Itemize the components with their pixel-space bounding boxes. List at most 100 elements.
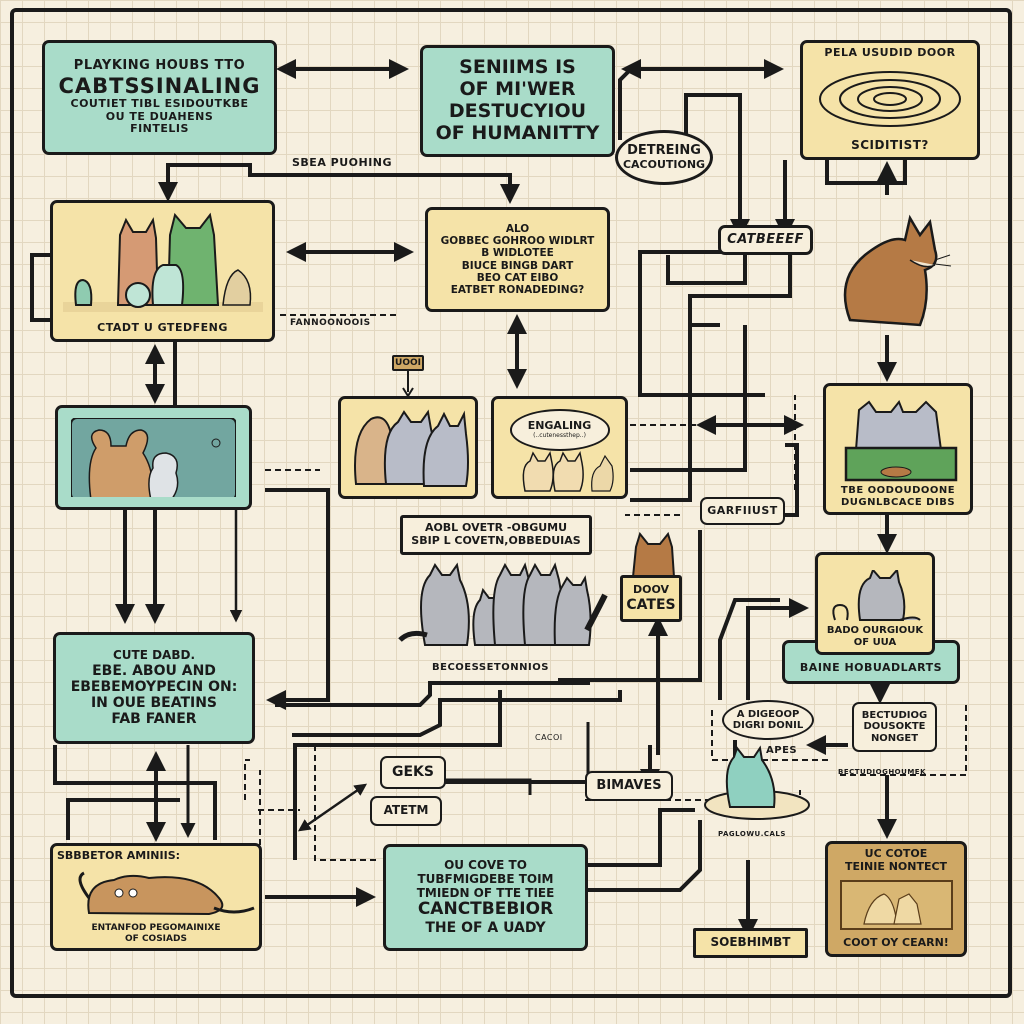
- box-line: BIUCE BINGB DART: [461, 259, 574, 272]
- box-line: DESTUCYIOU: [448, 100, 587, 122]
- cats-group-illustration: [62, 213, 263, 313]
- teal-cat-on-cushion: [704, 745, 810, 820]
- box-line: EBEBEMOYPECIN ON:: [70, 678, 238, 695]
- box-bectudiog[interactable]: BECTUDIOG DOUSOKTE NONGET: [852, 702, 937, 752]
- box-line: UC COTOE: [864, 847, 928, 860]
- box-line: OF UUA: [853, 636, 897, 648]
- box-line: EATBET RONADEDING?: [450, 283, 585, 296]
- box-line: GOBBEC GOHROO WIDLRT: [440, 235, 595, 248]
- label-fannoonoos: FANNOONOOIS: [290, 318, 371, 328]
- tag-catbeeef[interactable]: CATBEEEF: [718, 225, 813, 255]
- box-destruction-of-humanity[interactable]: SENIIMS IS OF MI'WER DESTUCYIOU OF HUMAN…: [420, 45, 615, 157]
- box-footer: SCIDITIST?: [851, 138, 929, 153]
- box-line: TEINIE NONTECT: [844, 859, 948, 873]
- tag-bimaves[interactable]: BIMAVES: [585, 771, 673, 801]
- box-cats-group[interactable]: CTADT U GTEDFENG: [50, 200, 275, 342]
- bubble-digeooop[interactable]: A DIGEOOP DIGRI DONIL: [722, 700, 814, 740]
- cats-hugging-illustration: [353, 408, 469, 487]
- bubble-line: A DIGEOOP: [736, 708, 800, 720]
- tag-geks[interactable]: GEKS: [380, 756, 446, 789]
- sign-small: UOOI: [392, 355, 424, 371]
- cats-kissing-illustration: [71, 418, 236, 497]
- box-header: PELA USUDID DOOR: [824, 46, 956, 59]
- box-line: B WIDLOTEE: [481, 247, 554, 260]
- box-line: ALO: [505, 223, 530, 236]
- arrow-topleft-to-cats: [166, 163, 520, 204]
- arrow-sign-down: [402, 370, 414, 398]
- box-line: NONGET: [870, 732, 919, 744]
- box-line: FINTELIS: [130, 122, 189, 136]
- bubble-engaging: ENGALING (..cutenessthep..): [509, 409, 610, 451]
- box-grey-cat[interactable]: BADO OURGIOUK OF UUA: [815, 552, 935, 655]
- label-pointer-caption: PAGLOWU.CALS: [718, 830, 786, 838]
- brown-cat-peeking: [631, 532, 676, 577]
- box-scientist-spiral[interactable]: PELA USUDID DOOR SCIDITIST?: [800, 40, 980, 160]
- box-line: CUTE DABD.: [112, 647, 196, 662]
- box-cute-beating[interactable]: CUTE DABD. EBE. ABOU AND EBEBEMOYPECIN O…: [53, 632, 255, 744]
- label-dotted-caption: BECTUDIOGHOUMEK: [838, 768, 926, 776]
- box-line: COUTIET TIBL ESIDOUTKBE: [70, 97, 249, 111]
- box-canctbebior[interactable]: OU COVE TO TUBFMIGDEBE TOIM TMIEDN OF TT…: [383, 844, 588, 951]
- box-line: DOUSOKTE: [863, 721, 926, 733]
- box-doov-cates[interactable]: DOOV CATES: [620, 575, 682, 622]
- box-cat-signaling[interactable]: PLAYKING HOUBS TTO CABTSSINALING COUTIET…: [42, 40, 277, 155]
- box-line: OF MI'WER: [459, 78, 576, 101]
- box-cotoe-nontect[interactable]: UC COTOE TEINIE NONTECT COOT OY CEARN!: [825, 841, 967, 957]
- tag-label: SOEBHIMBT: [710, 935, 791, 950]
- box-cat-row-header[interactable]: AOBL OVETR -OBGUMU SBIP L COVETN,OBBEDUI…: [400, 515, 592, 555]
- grey-cats-row: [398, 562, 608, 646]
- box-cats-hugging[interactable]: [338, 396, 478, 499]
- box-teal-image[interactable]: [55, 405, 252, 510]
- brown-cat-sitting: [843, 214, 952, 327]
- label-cacoi: CACOI: [535, 733, 563, 742]
- box-line: CATES: [626, 596, 676, 613]
- tag-garfiiust[interactable]: GARFIIUST: [700, 497, 785, 525]
- box-line: SENIIMS IS: [459, 56, 576, 79]
- box-sbbbetor-aminiis[interactable]: SBBBETOR AMINIIS: ENTANFOD PEGOMAINIXE O…: [50, 843, 262, 951]
- tag-soebhimbt[interactable]: SOEBHIMBT: [693, 928, 808, 958]
- bubble-line: DIGRI DONIL: [732, 720, 804, 731]
- label-bscoesseton: BECOESSETONNIOS: [432, 662, 549, 673]
- fireplace-cat-illustration: [839, 880, 953, 931]
- box-line: FAB FANER: [111, 710, 197, 727]
- diagram-frame: [10, 8, 1012, 998]
- box-line: TBE OODOUDOONE: [840, 485, 956, 496]
- bubble-line: (..cutenessthep..): [533, 431, 586, 439]
- spiral-illustration: [819, 71, 961, 128]
- banner-label: BAINE HOBUADLARTS: [799, 661, 943, 675]
- box-line: DUGNLBCACE DIBS: [840, 496, 956, 508]
- box-line: OF HUMANITTY: [435, 121, 600, 144]
- box-line: CANCTBEBIOR: [417, 899, 554, 920]
- box-engaging-cats[interactable]: ENGALING (..cutenessthep..): [491, 396, 628, 499]
- box-footer: OF COSIADS: [125, 933, 187, 944]
- box-line: OU TE DUAHENS: [105, 109, 214, 123]
- box-line: SBIP L COVETN,OBBEDUIAS: [411, 534, 581, 547]
- tag-label: GARFIIUST: [707, 503, 778, 517]
- box-line: TUBFMIGDEBE TOIM: [417, 871, 554, 886]
- box-line: PLAYKING HOUBS TTO: [73, 58, 246, 73]
- tag-label: ATETM: [383, 803, 429, 818]
- box-line: IN OUE BEATINS: [90, 694, 218, 711]
- box-line: OU COVE TO: [444, 857, 527, 872]
- bubble-line: DETREING: [627, 142, 701, 158]
- box-litter-cats[interactable]: TBE OODOUDOONE DUGNLBCACE DIBS: [823, 383, 973, 515]
- litter-box-illustration: [844, 400, 957, 482]
- bubble-line: CACOUTIONG: [622, 157, 706, 171]
- box-line: THE OF A UADY: [425, 919, 546, 936]
- tag-label: BIMAVES: [596, 777, 662, 793]
- box-line: EBE. ABOU AND: [92, 662, 216, 679]
- grey-cat-illustration: [832, 570, 921, 621]
- box-center-question[interactable]: ALO GOBBEC GOHROO WIDLRT B WIDLOTEE BIUC…: [425, 207, 610, 312]
- sign-label: UOOI: [395, 357, 421, 368]
- tag-label: CATBEEEF: [727, 231, 804, 247]
- tag-label: GEKS: [392, 764, 434, 781]
- box-caption: CTADT U GTEDFENG: [97, 321, 228, 335]
- tag-atetm[interactable]: ATETM: [370, 796, 442, 826]
- kittens-illustration: [522, 450, 614, 492]
- box-line: TMIEDN OF TTE TIEE: [416, 885, 555, 900]
- box-line: BADO OURGIOUK: [826, 625, 924, 636]
- box-line: DOOV: [632, 583, 670, 597]
- label-sbea-puohing: SBEA PUOHING: [292, 156, 393, 169]
- bubble-detreing[interactable]: DETREING CACOUTIONG: [615, 130, 713, 185]
